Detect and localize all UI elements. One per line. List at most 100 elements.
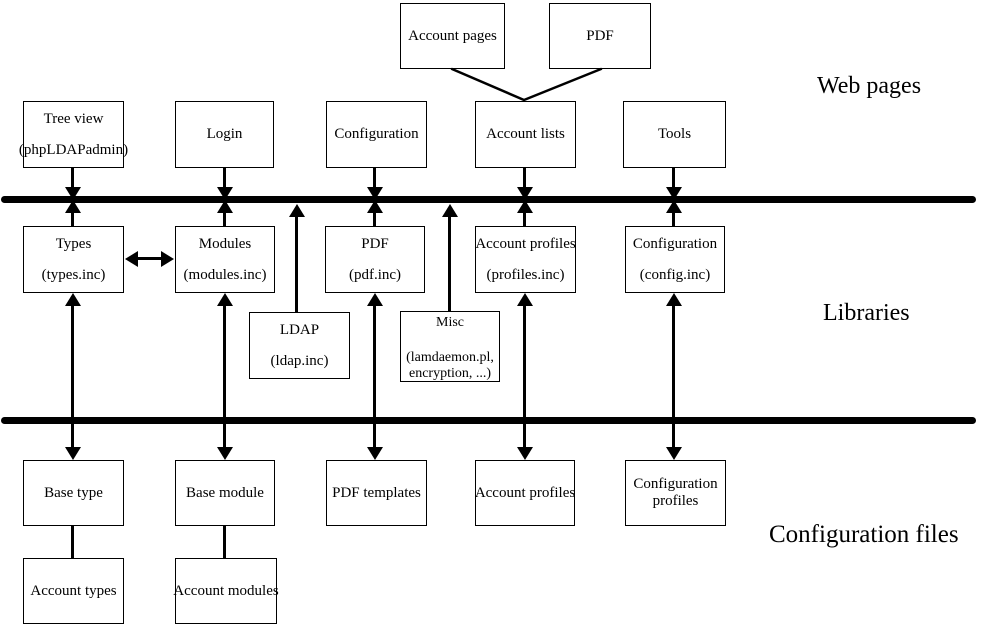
box-pdf-templates: PDF templates: [326, 460, 427, 526]
arrowhead-up-icon: [65, 200, 81, 213]
arrowhead-down-icon: [217, 447, 233, 460]
box-label: Account profiles: [475, 235, 576, 252]
box-pdf-page: PDF: [549, 3, 651, 69]
connector-tree-view-bus1: [71, 168, 74, 188]
box-label: Configuration: [633, 476, 718, 492]
box-account-profiles-file: Account profiles: [475, 460, 575, 526]
arrowhead-left-icon: [125, 251, 138, 267]
box-types-lib: Types (types.inc): [23, 226, 124, 293]
box-label: Misc: [436, 315, 464, 330]
arrowhead-down-icon: [517, 187, 533, 200]
box-label: Account pages: [408, 27, 497, 44]
box-configuration-lib: Configuration (config.inc): [625, 226, 725, 293]
section-label-libraries: Libraries: [823, 300, 910, 326]
box-sublabel: (ldap.inc): [270, 352, 329, 369]
connector-bus1-account-profiles-lib: [523, 212, 526, 226]
arrowhead-down-icon: [65, 187, 81, 200]
arrowhead-up-icon: [289, 204, 305, 217]
connector-modules-base-module: [223, 305, 226, 448]
arrowhead-up-icon: [517, 200, 533, 213]
box-sublabel: (phpLDAPadmin): [18, 141, 129, 158]
box-label: Account modules: [173, 582, 279, 599]
connector-tools-bus1: [672, 168, 675, 188]
arrowhead-up-icon: [367, 293, 383, 306]
box-label: Base module: [186, 484, 264, 501]
section-label-web-pages: Web pages: [817, 73, 922, 99]
box-tools: Tools: [623, 101, 726, 168]
arrowhead-up-icon: [65, 293, 81, 306]
connector-bus1-pdf-lib: [373, 212, 376, 226]
box-base-type: Base type: [23, 460, 124, 526]
box-label: Modules: [198, 235, 252, 252]
box-label: Types: [55, 235, 92, 252]
arrowhead-down-icon: [666, 447, 682, 460]
connector-login-bus1: [223, 168, 226, 188]
box-label: PDF: [361, 235, 389, 252]
arrowhead-down-icon: [367, 447, 383, 460]
box-label: Tools: [657, 126, 692, 142]
box-configuration-profiles: Configuration profiles: [625, 460, 726, 526]
box-sublabel: encryption, ...): [408, 366, 492, 381]
box-login: Login: [175, 101, 274, 168]
arrowhead-down-icon: [65, 447, 81, 460]
box-label: LDAP: [279, 321, 320, 338]
box-label: Account profiles: [474, 484, 576, 501]
box-label: Configuration: [334, 126, 419, 142]
arrowhead-up-icon: [217, 293, 233, 306]
box-sublabel: (config.inc): [639, 266, 711, 283]
arrowhead-down-icon: [217, 187, 233, 200]
arrowhead-down-icon: [367, 187, 383, 200]
arrowhead-up-icon: [367, 200, 383, 213]
bus-libraries-to-config: [1, 417, 976, 424]
diagonal-connector-account-pages: [450, 67, 526, 102]
connector-base-type-account-types: [71, 526, 74, 558]
box-label: Login: [206, 126, 243, 142]
box-sublabel: (pdf.inc): [348, 266, 402, 283]
connector-types-base-type: [71, 305, 74, 448]
connector-bus1-modules: [223, 212, 226, 226]
box-account-lists: Account lists: [475, 101, 576, 168]
connector-configuration-lib-profiles: [672, 305, 675, 448]
connector-bus1-configuration-lib: [672, 212, 675, 226]
box-misc-lib: Misc (lamdaemon.pl, encryption, ...): [400, 311, 500, 382]
connector-ldap-bus1: [295, 216, 298, 312]
diagonal-connector-pdf: [522, 67, 603, 102]
box-account-types: Account types: [23, 558, 124, 624]
arrowhead-down-icon: [517, 447, 533, 460]
arrowhead-right-icon: [161, 251, 174, 267]
connector-misc-bus1: [448, 216, 451, 311]
box-label: Account lists: [486, 126, 565, 142]
arrowhead-up-icon: [517, 293, 533, 306]
box-label: Account types: [30, 582, 117, 599]
box-account-profiles-lib: Account profiles (profiles.inc): [475, 226, 576, 293]
connector-account-profiles-lib-file: [523, 305, 526, 448]
arrowhead-up-icon: [442, 204, 458, 217]
arrowhead-up-icon: [666, 293, 682, 306]
arrowhead-down-icon: [666, 187, 682, 200]
connector-base-module-account-modules: [223, 526, 226, 558]
box-account-pages: Account pages: [400, 3, 505, 69]
box-configuration-web: Configuration: [326, 101, 427, 168]
box-label: Configuration: [632, 235, 718, 252]
box-sublabel: (modules.inc): [183, 266, 267, 283]
box-label: Tree view: [43, 110, 104, 127]
box-label: PDF: [586, 27, 614, 44]
connector-account-lists-bus1: [523, 168, 526, 188]
box-sublabel: (lamdaemon.pl,: [406, 350, 494, 365]
box-modules-lib: Modules (modules.inc): [175, 226, 275, 293]
section-label-configuration-files: Configuration files: [769, 521, 959, 548]
box-sublabel: (types.inc): [41, 266, 106, 283]
box-tree-view: Tree view (phpLDAPadmin): [19, 101, 128, 168]
bus-web-to-libraries: [1, 196, 976, 203]
box-pdf-lib: PDF (pdf.inc): [325, 226, 425, 293]
connector-types-modules: [136, 257, 163, 260]
connector-configuration-bus1: [373, 168, 376, 188]
arrowhead-up-icon: [666, 200, 682, 213]
box-account-modules: Account modules: [173, 558, 279, 624]
box-label: Base type: [44, 484, 103, 501]
box-base-module: Base module: [175, 460, 275, 526]
box-ldap-lib: LDAP (ldap.inc): [249, 312, 350, 379]
box-sublabel: profiles: [652, 493, 699, 509]
arrowhead-up-icon: [217, 200, 233, 213]
